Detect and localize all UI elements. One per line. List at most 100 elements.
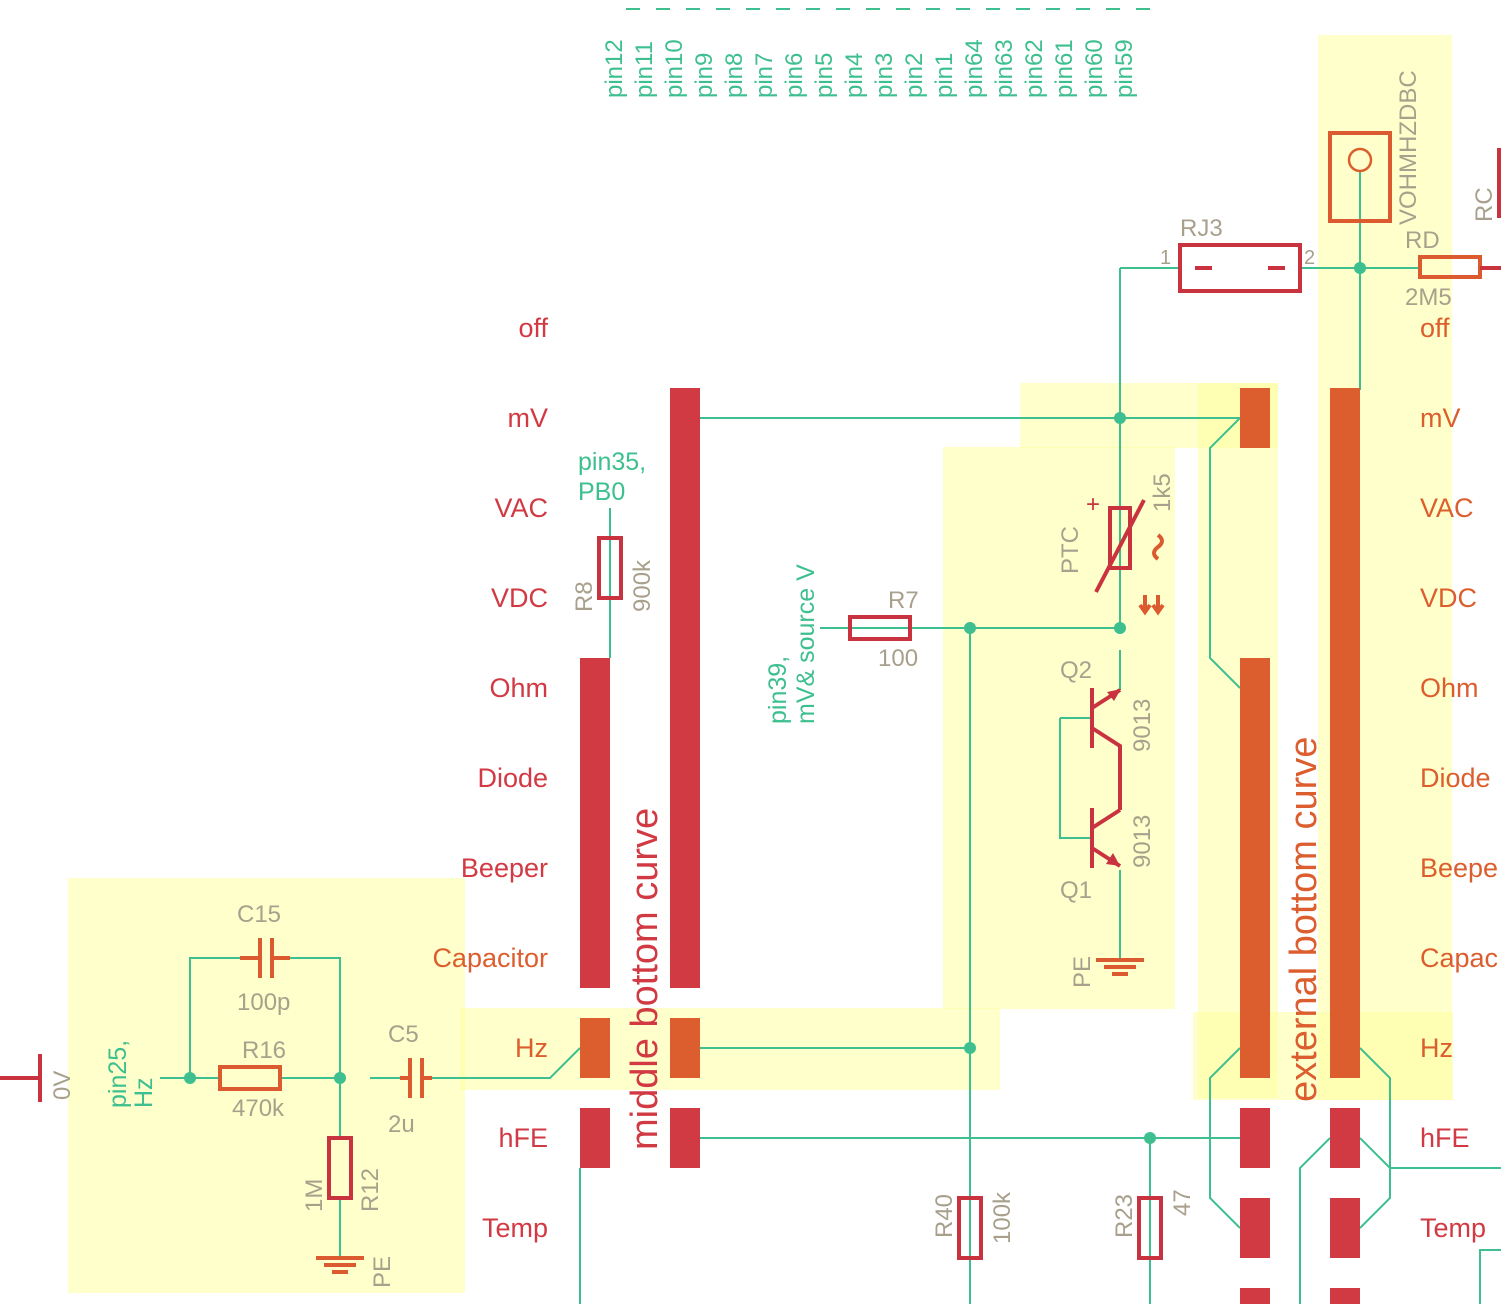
- c15-value: 100p: [237, 989, 290, 1016]
- mode-left-hfe: hFE: [498, 1123, 548, 1153]
- junction-pin25: [184, 1072, 196, 1084]
- junction-r7: [964, 622, 976, 634]
- pin25-label-2: Hz: [130, 1077, 158, 1108]
- pin-header-label: pin5: [811, 53, 838, 98]
- vohm-bar: [1330, 388, 1360, 1078]
- jumper-rj3: RJ3 1 2: [1160, 215, 1315, 293]
- pin-header-label: pin1: [931, 53, 958, 98]
- pin39-label-1: pin39,: [764, 656, 792, 724]
- mode-right-diode: Diode: [1420, 763, 1491, 793]
- r16-ref: R16: [242, 1037, 286, 1064]
- pin35-label-2: PB0: [578, 478, 625, 506]
- r40-ref: R40: [931, 1194, 958, 1238]
- pin-header-label: pin6: [781, 53, 808, 98]
- mode-right-hz: Hz: [1420, 1033, 1453, 1063]
- ext-pad-mv: [1240, 388, 1270, 448]
- junction-hfe: [1144, 1132, 1156, 1144]
- external-switch: external bottom curve: [1240, 388, 1360, 1304]
- mode-left-capacitor: Capacitor: [432, 943, 548, 973]
- zero-v-label: 0V: [49, 1071, 76, 1100]
- mode-left-off: off: [518, 313, 548, 343]
- mode-left-diode: Diode: [477, 763, 548, 793]
- wire-c15-right: [290, 957, 341, 1078]
- ptc-value: 1k5: [1149, 473, 1176, 512]
- highlight-regions: [68, 35, 1453, 1293]
- resistor-rc: RC: [1471, 148, 1501, 222]
- junctions: [184, 262, 1366, 1144]
- junction-mv: [1114, 412, 1126, 424]
- resistor-r7: R7 100: [848, 587, 919, 672]
- ptc-ref: PTC: [1057, 526, 1084, 574]
- rd-value: 2M5: [1405, 284, 1452, 311]
- junction-ptc: [1114, 622, 1126, 634]
- c5-ref: C5: [388, 1021, 419, 1048]
- pin-header-label: pin4: [841, 53, 868, 98]
- rj3-pin1: 1: [1160, 247, 1171, 269]
- pin-header-label: pin8: [721, 53, 748, 98]
- q1-value: 9013: [1129, 815, 1156, 868]
- junction-hz: [964, 1042, 976, 1054]
- c5-value: 2u: [388, 1111, 415, 1138]
- highlight-hz-filter: [68, 878, 465, 1293]
- pin39-label-2: mV& source V: [792, 564, 820, 724]
- resistor-r40: R40 100k: [931, 1191, 1016, 1260]
- wire-hz-left: [420, 1047, 581, 1079]
- switch-bar-left-ohm: [580, 658, 610, 988]
- mode-left-ohm: Ohm: [489, 673, 548, 703]
- mode-left-hz: Hz: [515, 1033, 548, 1063]
- pin-header-label: pin64: [961, 39, 988, 98]
- pin-header-label: pin11: [631, 41, 658, 98]
- pin-header-label: pin62: [1021, 39, 1048, 98]
- r23-value: 47: [1169, 1189, 1196, 1216]
- thermistor-ptc: + PTC 1k5: [1057, 473, 1176, 616]
- middle-switch: middle bottom curve: [580, 388, 700, 1168]
- mode-right-ohm: Ohm: [1420, 673, 1479, 703]
- resistor-rd: RD 2M5: [1405, 227, 1501, 311]
- mode-right-mv: mV: [1420, 403, 1461, 433]
- r7-value: 100: [878, 645, 918, 672]
- wire-q-base-link: [1059, 718, 1090, 839]
- pin-header-label: pin63: [991, 39, 1018, 98]
- transistor-q2: Q2 9013: [1060, 657, 1156, 810]
- mode-left-mv: mV: [508, 403, 549, 433]
- ptc-temp-symbol: [1152, 533, 1164, 561]
- mode-right-hfe: hFE: [1420, 1123, 1470, 1153]
- wire-vohm-jumper-low: [1359, 1047, 1391, 1229]
- resistor-r8: R8 900k: [571, 536, 656, 612]
- vohm-ref: VOHMHZDBC: [1395, 70, 1422, 225]
- r8-value: 900k: [629, 559, 656, 612]
- pe-label-ptc: PE: [1069, 956, 1096, 988]
- switch-pad-left-hz: [580, 1018, 610, 1078]
- mode-left-vac: VAC: [494, 493, 548, 523]
- r8-ref: R8: [571, 581, 598, 612]
- switch-bar-right-mv: [670, 388, 700, 988]
- r12-ref: R12: [357, 1168, 384, 1212]
- q2-value: 9013: [1129, 699, 1156, 752]
- wire-hfe-down: [1299, 1137, 1331, 1304]
- mode-right-temp: Temp: [1420, 1213, 1486, 1243]
- ground-pe-ptc: PE: [1069, 956, 1144, 988]
- vohm-pad-hfe: [1330, 1108, 1360, 1168]
- r23-ref: R23: [1111, 1194, 1138, 1238]
- middle-curve-label: middle bottom curve: [624, 808, 666, 1150]
- wire-c15-left: [189, 957, 240, 1078]
- external-curve-label: external bottom curve: [1283, 737, 1325, 1102]
- switch-pad-right-hfe: [670, 1108, 700, 1168]
- ptc-arrows: [1138, 595, 1165, 616]
- switch-pad-left-hfe: [580, 1108, 610, 1168]
- pin-header-label: pin59: [1111, 39, 1138, 98]
- mode-right-vdc: VDC: [1420, 583, 1477, 613]
- pin-header-label: pin2: [901, 53, 928, 98]
- q2-ref: Q2: [1060, 657, 1092, 684]
- pin-header-label: pin9: [691, 53, 718, 98]
- ext-pad-temp: [1240, 1198, 1270, 1258]
- rd-ref: RD: [1405, 227, 1440, 254]
- r12-value: 1M: [301, 1179, 328, 1212]
- mode-right-capacitor: Capac: [1420, 943, 1498, 973]
- pin-header-label: pin12: [601, 39, 628, 98]
- resistor-r16: R16 470k: [218, 1037, 286, 1122]
- pin-header-label: pin61: [1051, 39, 1078, 98]
- mode-left-vdc: VDC: [491, 583, 548, 613]
